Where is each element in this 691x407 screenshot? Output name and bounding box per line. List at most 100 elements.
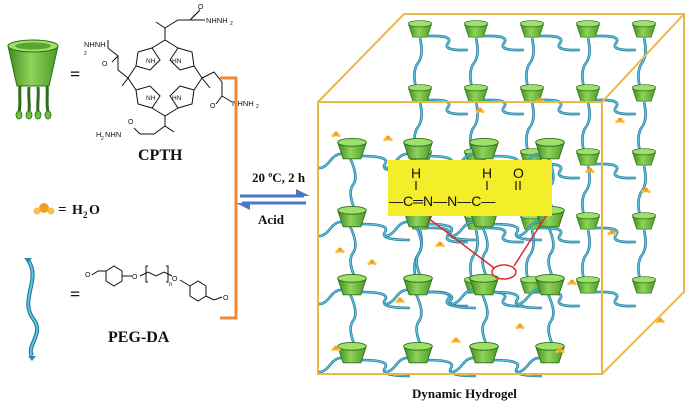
- pegda-repeat-n: n: [169, 282, 172, 288]
- peg-chain-back-25: [581, 165, 591, 217]
- peg-chain-front-59: [449, 221, 475, 237]
- peg-chain-front-53: [317, 221, 343, 237]
- water-molecule-5: [435, 241, 445, 248]
- cpth-o-bottom: O: [128, 119, 134, 126]
- peg-chain-back-6: [595, 35, 637, 51]
- peg-chain-front-61: [515, 221, 541, 237]
- cpth-amine-h: H: [96, 130, 101, 139]
- water-molecule-15: [475, 107, 485, 114]
- peg-chain-back-11: [483, 99, 525, 115]
- cpth-hydrazide-top-sub: 2: [230, 21, 233, 27]
- cpth-o-top: O: [198, 4, 204, 11]
- peg-chain-front-57: [491, 223, 543, 241]
- peg-chain-back-34: [581, 229, 591, 281]
- peg-chain-front-67: [383, 289, 409, 305]
- pegda-chain-icon: [24, 258, 40, 361]
- peg-chain-back-30: [469, 229, 479, 281]
- peg-chain-back-24: [595, 163, 637, 179]
- cpth-hydrazide-top: NHNH: [206, 16, 228, 25]
- peg-chain-back-1: [413, 37, 423, 89]
- reverse-condition: Acid: [258, 212, 285, 227]
- cpth-ring-nh-2: HN: [172, 58, 182, 65]
- cpth-unit-back-13: [575, 148, 601, 166]
- cpth-ring-nh-4: HN: [172, 95, 182, 102]
- peg-chain-back-0: [427, 35, 469, 51]
- peg-chain-front-60: [547, 225, 555, 281]
- cpth-unit-front-0: [337, 138, 367, 160]
- forward-condition-deg: o: [268, 170, 272, 179]
- cpth-unit-front-3: [535, 138, 565, 160]
- peg-chain-front-64: [317, 289, 343, 305]
- peg-chain-back-33: [595, 227, 637, 243]
- cpth-structure: [107, 8, 233, 135]
- cpth-unit-back-1: [463, 20, 489, 38]
- peg-chain-front-72: [515, 289, 541, 305]
- cpth-equals: =: [70, 64, 80, 84]
- water-icon: [33, 203, 55, 215]
- peg-chain-back-17: [637, 101, 647, 153]
- cpth-amine-n: NHN: [105, 130, 121, 139]
- water-h: H: [72, 203, 83, 218]
- pegda-label: PEG-DA: [108, 329, 170, 346]
- cpth-bucket-icon: [7, 39, 59, 120]
- cpth-unit-back-9: [631, 84, 657, 102]
- water-molecule-2: [335, 247, 345, 254]
- cpth-hydrazide-left: NHNH: [84, 40, 106, 49]
- peg-chain-front-52: [349, 225, 357, 281]
- peg-chain-front-51: [359, 223, 411, 241]
- cpth-ring-nh-3: NH: [146, 95, 156, 102]
- pegda-atom-labels: O O O O n: [85, 272, 229, 302]
- cpth-unit-back-19: [631, 212, 657, 230]
- cpth-unit-front-4: [337, 206, 367, 228]
- cpth-unit-back-6: [463, 84, 489, 102]
- cpth-unit-front-2: [469, 138, 499, 160]
- water-molecule-11: [607, 229, 617, 236]
- cpth-unit-back-7: [519, 84, 545, 102]
- peg-chain-back-2: [483, 35, 525, 51]
- cpth-unit-back-23: [575, 276, 601, 294]
- cpth-unit-front-15: [535, 342, 565, 364]
- cpth-o-right: O: [210, 103, 216, 110]
- cube-front-face: [317, 101, 603, 375]
- cpth-ring-nh-1: NH: [146, 58, 156, 65]
- pegda-o3: O: [172, 276, 178, 283]
- peg-chain-front-42: [317, 153, 343, 169]
- cpth-o-left: O: [102, 61, 108, 68]
- cpth-unit-back-5: [407, 84, 433, 102]
- peg-chain-front-41: [349, 157, 357, 213]
- pegda-o1: O: [85, 272, 91, 279]
- peg-chain-front-73: [359, 359, 411, 377]
- cpth-unit-back-24: [631, 276, 657, 294]
- hydrogel-caption: Dynamic Hydrogel: [412, 386, 517, 401]
- cpth-unit-front-9: [403, 274, 433, 296]
- water-molecule-14: [615, 117, 625, 124]
- water-equals: =: [58, 202, 67, 218]
- water-molecule-6: [451, 337, 461, 344]
- pegda-equals: =: [70, 284, 80, 304]
- peg-chain-front-68: [491, 291, 543, 309]
- water-sub: 2: [83, 210, 88, 220]
- zoom-indicator: [427, 215, 547, 280]
- water-molecule-8: [567, 279, 577, 286]
- cpth-unit-back-14: [631, 148, 657, 166]
- water-molecule-1: [383, 135, 393, 142]
- peg-chain-front-79: [515, 357, 541, 373]
- cpth-unit-back-4: [631, 20, 657, 38]
- water-molecule-0: [331, 131, 341, 138]
- peg-chain-front-65: [425, 291, 477, 309]
- cpth-unit-back-3: [575, 20, 601, 38]
- reactants-bracket: [220, 76, 238, 320]
- forward-condition: 20 oC, 2 h: [252, 170, 306, 185]
- peg-chain-back-5: [525, 37, 535, 89]
- cpth-unit-back-8: [575, 84, 601, 102]
- forward-condition-b: C, 2 h: [272, 170, 306, 185]
- peg-chain-front-62: [359, 291, 411, 309]
- cpth-amine-h-sub: 2: [101, 136, 104, 142]
- peg-chain-back-3: [469, 37, 479, 89]
- water-molecule-12: [641, 187, 651, 194]
- cpth-unit-back-2: [519, 20, 545, 38]
- peg-chain-back-35: [637, 229, 647, 281]
- cpth-unit-back-18: [575, 212, 601, 230]
- peg-chain-front-77: [491, 359, 543, 377]
- reverse-arrow: [236, 201, 306, 210]
